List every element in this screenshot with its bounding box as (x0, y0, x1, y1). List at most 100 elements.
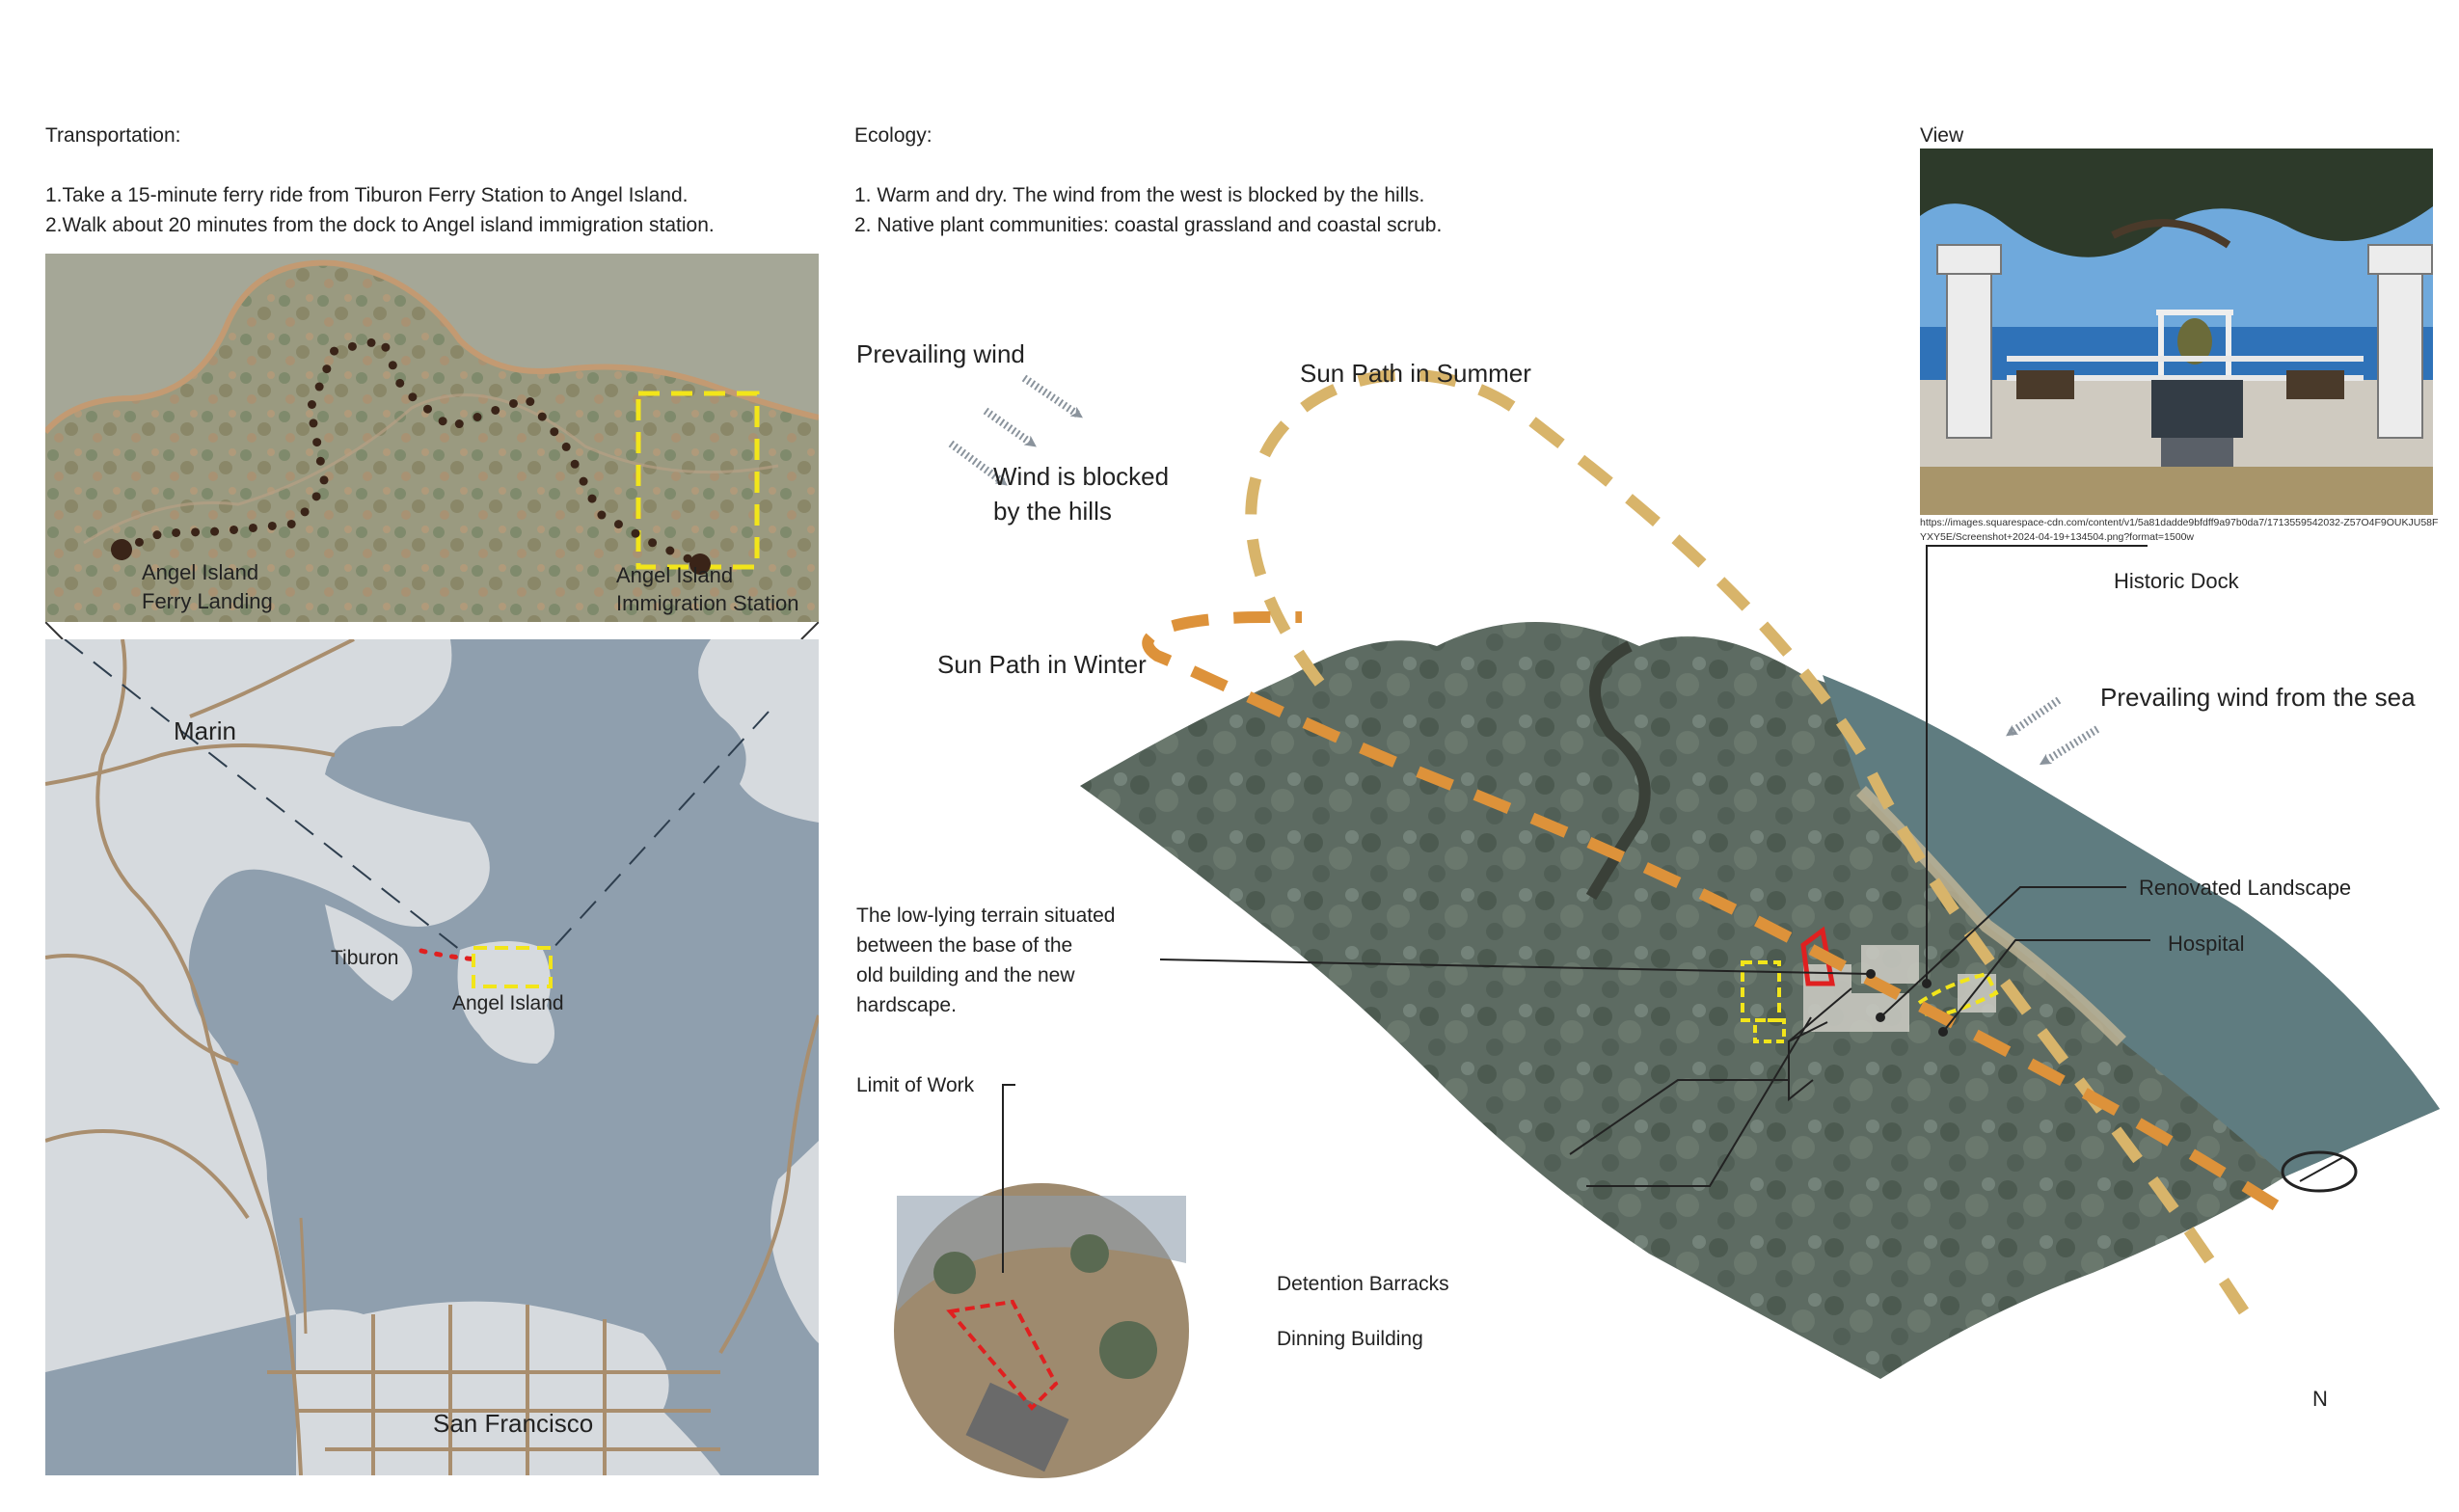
ferry-route (419, 948, 482, 962)
immigration-station-label-1: Angel Island (616, 563, 733, 587)
low-terrain-line-3: old building and the new (856, 964, 1075, 986)
route-dot (388, 361, 397, 370)
angel-island-label: Angel Island (452, 992, 564, 1014)
route-dot (311, 492, 321, 501)
terrain-model (1080, 622, 2440, 1379)
route-dot (537, 412, 547, 421)
route-dot (248, 523, 257, 532)
road (1585, 640, 1651, 901)
route-dot (473, 412, 482, 421)
island-aerial-map: Angel Island Ferry Landing Angel Island … (45, 254, 819, 622)
ecology-heading: Ecology: (854, 124, 932, 147)
route-dot (314, 382, 324, 392)
route-dot (312, 438, 322, 447)
renovated-landscape-outline (1800, 926, 1835, 986)
route-dot (267, 521, 277, 530)
route-dot (210, 526, 220, 536)
route-dot (561, 442, 571, 451)
route-dot (587, 494, 597, 503)
route-dot (631, 528, 640, 538)
route-dot (300, 507, 310, 517)
transportation-heading: Transportation: (45, 124, 181, 147)
route-dot (381, 342, 391, 352)
marin-label: Marin (174, 716, 236, 745)
hospital-label: Hospital (2168, 932, 2244, 956)
road-network (45, 639, 819, 1475)
low-terrain-line-1: The low-lying terrain situated (856, 904, 1115, 927)
dinning-building-label: Dinning Building (1277, 1328, 1423, 1350)
route-dot (134, 537, 144, 547)
ecology-point-1: 1. Warm and dry. The wind from the west … (854, 184, 1425, 206)
sea-surface (1823, 675, 2440, 1176)
san-francisco-label: San Francisco (433, 1409, 593, 1438)
route-dot (191, 527, 201, 537)
limit-of-work-label: Limit of Work (856, 1074, 975, 1096)
route-dot (579, 476, 588, 486)
route-dot (330, 346, 339, 356)
prevailing-wind-label: Prevailing wind (856, 339, 1025, 368)
ferry-landing-label-1: Angel Island (142, 560, 258, 584)
route-dot (683, 554, 692, 563)
transportation-step-1: 1.Take a 15-minute ferry ride from Tibur… (45, 184, 689, 206)
low-terrain-line-2: between the base of the (856, 934, 1072, 957)
ferry-landing-label-2: Ferry Landing (142, 589, 273, 613)
sun-summer-label: Sun Path in Summer (1300, 359, 1531, 388)
route-dot (309, 418, 318, 428)
route-dot (597, 510, 607, 520)
detention-barracks-label: Detention Barracks (1277, 1273, 1449, 1295)
immigration-station-highlight (635, 391, 760, 570)
immigration-station-label-2: Immigration Station (616, 591, 799, 615)
route-dot (395, 378, 405, 388)
route-dot (526, 396, 535, 406)
route-dot (408, 392, 418, 402)
route-dot (315, 456, 325, 466)
route-dot (454, 419, 464, 429)
callout-lines (1002, 545, 2150, 1261)
zoom-connector (45, 622, 819, 640)
route-dot (172, 527, 181, 537)
route-dot (347, 341, 357, 351)
route-dot (319, 475, 329, 485)
route-dot (438, 417, 447, 426)
route-dot (648, 538, 658, 548)
renovated-landscape-label: Renovated Landscape (2139, 876, 2351, 900)
route-dot (230, 525, 239, 534)
san-francisco-shape (296, 1301, 720, 1475)
sun-winter-label: Sun Path in Winter (937, 650, 1147, 679)
wind-blocked-label-2: by the hills (993, 497, 1112, 526)
view-heading: View (1920, 124, 1964, 147)
angel-island-shape (457, 940, 554, 1064)
ferry-landing-marker (111, 539, 132, 560)
prevailing-wind-sea-label: Prevailing wind from the sea (2100, 683, 2416, 712)
prevailing-wind-arrows (948, 374, 2100, 766)
sun-path-winter (1142, 611, 2280, 1211)
route-dot (152, 530, 162, 540)
site-diagram: Prevailing wind Wind is blocked by the h… (856, 339, 2440, 1478)
sun-path-summer (1245, 368, 2250, 1315)
route-dot (550, 427, 559, 437)
route-dot (423, 404, 433, 414)
transportation-step-2: 2.Walk about 20 minutes from the dock to… (45, 214, 715, 236)
route-dot (570, 459, 580, 469)
route-dot (665, 546, 675, 555)
angel-island-highlight (472, 946, 553, 988)
view-photo (1920, 148, 2433, 515)
route-dot (307, 400, 316, 410)
tiburon-label: Tiburon (331, 947, 398, 969)
north-label: N (2312, 1387, 2328, 1411)
route-dot (491, 405, 500, 415)
route-dot (508, 398, 518, 408)
route-dot (613, 520, 623, 529)
low-terrain-line-4: hardscape. (856, 994, 957, 1016)
ecology-point-2: 2. Native plant communities: coastal gra… (854, 214, 1443, 236)
north-arrow (2281, 1150, 2358, 1193)
bay-area-map: Marin Tiburon Angel Island San Francisco (45, 639, 819, 1475)
limit-of-work-outline (946, 1299, 1059, 1411)
dinning-building-highlight (1753, 1018, 1786, 1043)
immigration-station-marker (689, 554, 711, 575)
route-dot (286, 519, 296, 528)
historic-dock-label: Historic Dock (2114, 569, 2240, 593)
route-dot (322, 364, 332, 374)
view-source-url: https://images.squarespace-cdn.com/conte… (1920, 517, 2439, 543)
wind-blocked-label-1: Wind is blocked (993, 462, 1169, 491)
